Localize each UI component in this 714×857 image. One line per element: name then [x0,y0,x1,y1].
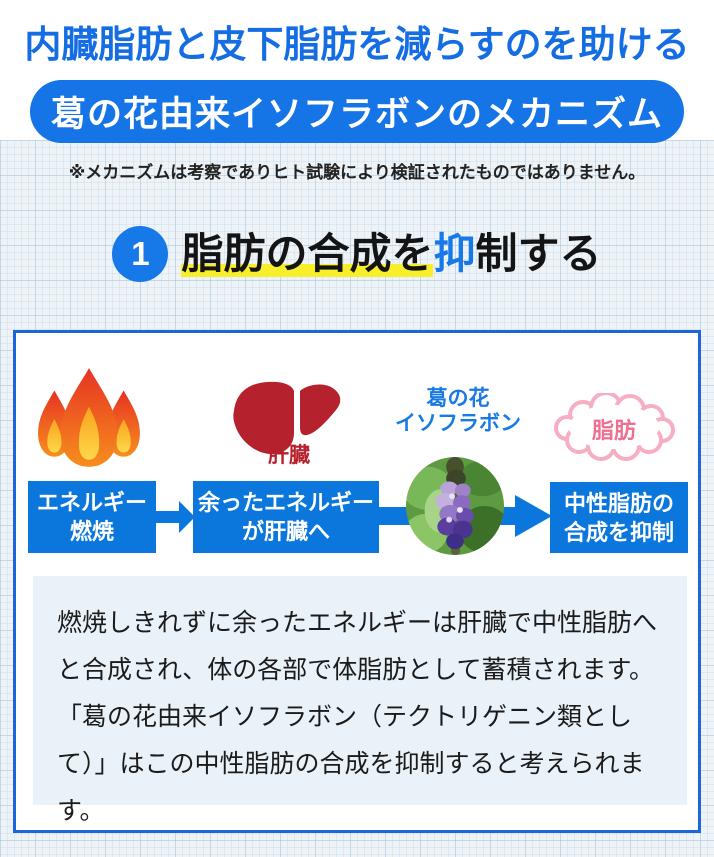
step-box-suppress-synthesis: 中性脂肪の 合成を抑制 [550,482,688,553]
fat-cloud: 脂肪 [550,391,678,463]
mechanism-banner-label: 葛の花由来イソフラボンのメカニズム [50,95,663,134]
liver-label: 肝臓 [268,444,310,467]
description-text: 燃焼しきれずに余ったエネルギーは肝臓で中性脂肪へと合成され、体の各部で体脂肪とし… [57,609,658,825]
kudzu-caption-line1: 葛の花 [426,387,490,410]
section-title-rest: 制する [475,229,602,277]
step2-line2: が肝臓へ [241,519,330,544]
liver-icon [233,381,341,455]
fat-cloud-label: 脂肪 [591,418,636,443]
section-title-highlight: 脂肪の合成を [181,229,434,277]
section-1-heading: 1 脂肪の合成を抑制する [0,226,714,282]
result-line1: 中性脂肪の [563,490,674,516]
section-title-accent: 抑 [433,229,476,277]
step1-line2: 燃焼 [69,519,114,544]
step2-line1: 余ったエネルギー [197,490,374,515]
result-line2: 合成を抑制 [563,519,674,545]
mechanism-diagram: エネルギー 燃焼 肝臓 余ったエネルギー が肝臓へ 葛の花 イソフラボン [13,330,701,833]
kudzu-flower-illustration [406,457,504,555]
step-box-surplus-energy: 余ったエネルギー が肝臓へ [193,481,379,553]
mechanism-banner: 葛の花由来イソフラボンのメカニズム [30,80,684,143]
arrow-right-icon [156,501,195,533]
fat-cloud-icon [554,391,675,461]
kudzu-caption-line2: イソフラボン [395,412,521,435]
step1-line1: エネルギー [36,490,147,515]
flame-icon [38,368,140,467]
section-title: 脂肪の合成を抑制する [181,229,602,279]
description-panel: 燃焼しきれずに余ったエネルギーは肝臓で中性脂肪へと合成され、体の各部で体脂肪とし… [33,576,687,825]
kudzu-flower-photo [406,457,504,555]
page-title: 内臓脂肪と皮下脂肪を減らすのを助ける [24,24,690,65]
disclaimer-note: ※メカニズムは考察でありヒト試験により検証されたものではありません。 [68,163,646,182]
section-number: 1 [131,235,150,272]
kudzu-flower-caption: 葛の花 イソフラボン [368,386,548,436]
section-number-badge: 1 [112,226,169,282]
step-box-energy-burn: エネルギー 燃焼 [28,481,156,553]
